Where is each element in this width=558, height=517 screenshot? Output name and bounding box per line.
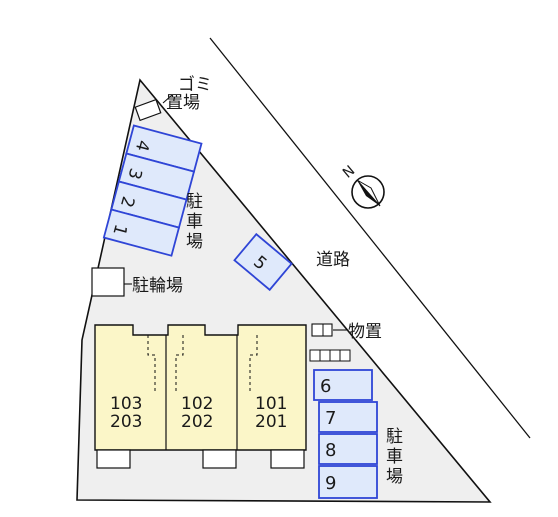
storage-cell-2 xyxy=(319,349,331,362)
parking-right-label-2: 車 xyxy=(386,447,403,467)
storage-cell-3 xyxy=(329,349,341,362)
balcony-box-3 xyxy=(270,449,305,469)
road-edge-line xyxy=(209,37,531,439)
parking-number-4: 4 xyxy=(131,138,153,154)
building: 103 203 102 202 101 201 xyxy=(94,324,307,469)
parking-left-group: 4 3 2 1 xyxy=(102,124,203,257)
parking-number-6: 6 xyxy=(320,376,331,397)
unit-202: 202 xyxy=(181,412,213,432)
parking-space-9 xyxy=(318,465,378,499)
north-label: N xyxy=(340,163,358,182)
unit-102: 102 xyxy=(181,394,213,414)
compass-needle-outline xyxy=(356,179,381,207)
parking-right-label-1: 駐 xyxy=(386,427,403,447)
parking-number-1: 1 xyxy=(108,222,130,238)
north-arrow: N xyxy=(340,163,385,209)
bicycle-parking-label: 駐輪場 xyxy=(132,276,183,296)
balcony-box-2 xyxy=(202,449,237,469)
unit-101: 101 xyxy=(255,394,287,414)
parking-number-3: 3 xyxy=(123,166,145,182)
bicycle-parking-box xyxy=(91,267,125,297)
parking-number-8: 8 xyxy=(325,440,336,461)
parking-space-5-group: 5 xyxy=(233,232,293,292)
parking-left-label-1: 駐 xyxy=(186,192,203,212)
parking-right-label-3: 場 xyxy=(386,467,403,487)
storage-box-a xyxy=(311,323,333,337)
road-label: 道路 xyxy=(316,250,350,270)
parking-space-6 xyxy=(313,369,373,401)
storage-cell-4 xyxy=(339,349,351,362)
garbage-label-line1: ゴミ xyxy=(178,74,212,95)
storage-box-a-door xyxy=(322,323,333,337)
unit-103: 103 xyxy=(110,394,142,414)
parking-number-9: 9 xyxy=(325,473,336,494)
unit-203: 203 xyxy=(110,412,142,432)
garbage-area-box xyxy=(134,98,162,122)
parking-space-8 xyxy=(318,433,378,465)
parking-left-label-2: 車 xyxy=(186,212,203,232)
unit-201: 201 xyxy=(255,412,287,432)
parking-left-label-3: 場 xyxy=(186,232,203,252)
storage-cell-1 xyxy=(309,349,321,362)
building-outline xyxy=(94,324,307,451)
parking-space-1 xyxy=(102,208,181,257)
storage-label: 物置 xyxy=(348,322,382,342)
garbage-leader-line xyxy=(162,94,173,104)
parking-space-7 xyxy=(318,401,378,433)
parking-number-7: 7 xyxy=(325,408,336,429)
garbage-label-line2: 置場 xyxy=(166,93,200,113)
balcony-box-1 xyxy=(96,449,131,469)
parking-number-2: 2 xyxy=(116,194,138,210)
parking-space-5 xyxy=(233,232,293,292)
